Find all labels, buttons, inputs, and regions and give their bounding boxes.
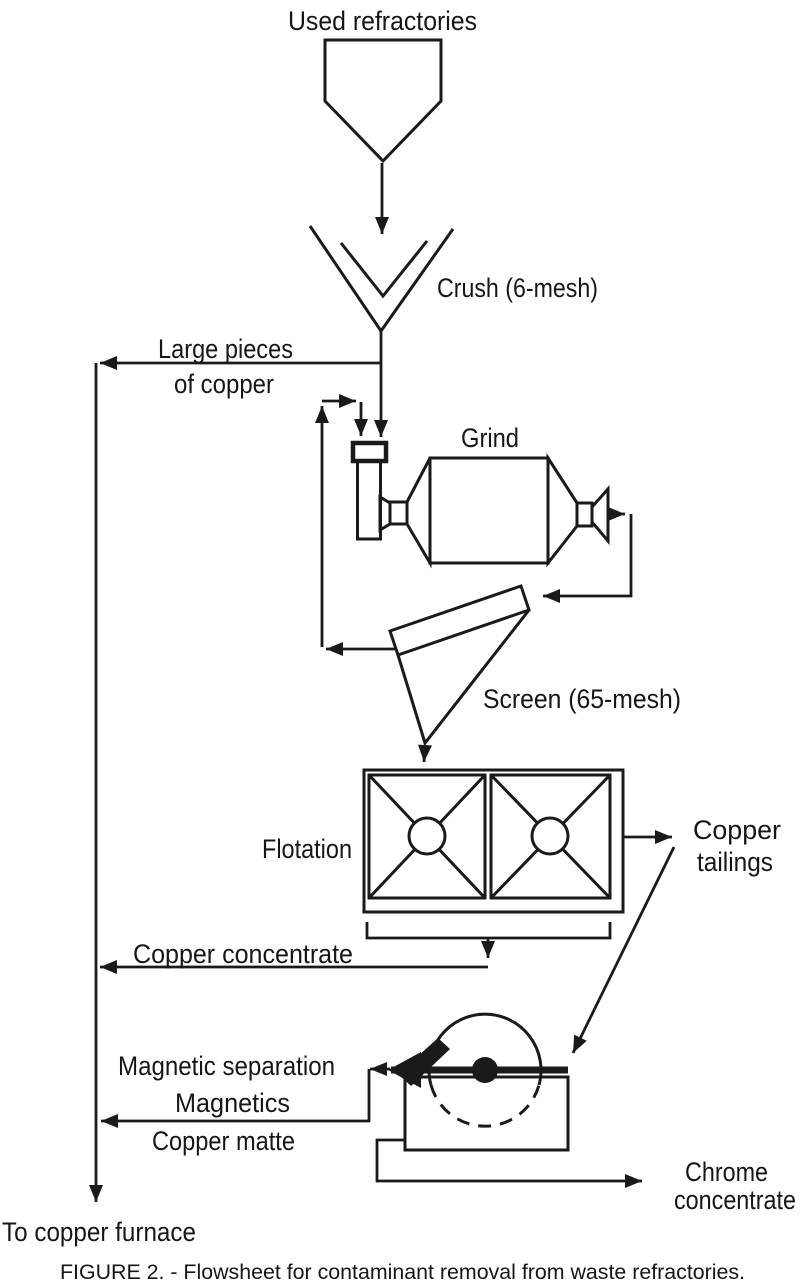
crusher-inner-v [339,240,429,299]
label-chrome-concentrate-2: concentrate [674,1185,796,1215]
mill-cylinder [428,456,550,565]
figure-caption: FIGURE 2. - Flowsheet for contaminant re… [60,1260,745,1284]
flotation-cells-symbol [362,768,625,940]
magsep-magnet-bar [391,1066,568,1074]
mill-discharge-flare [590,485,610,546]
label-magnetic-separation: Magnetic separation [118,1051,335,1081]
magnetic-separator-symbol [388,1012,570,1152]
label-chrome-concentrate-1: Chrome [685,1157,768,1187]
magsep-drum-dashed-arc [429,1084,541,1128]
magsep-magnetics-arrowhead [388,1052,421,1088]
magsep-tank [403,1075,570,1152]
hopper-symbol [323,38,443,164]
flotation-cell-left-impeller [407,816,447,856]
label-copper-concentrate: Copper concentrate [133,939,353,969]
flotation-cell-right-impeller [530,816,570,856]
mill-discharge-line [543,507,633,603]
label-used-refractories: Used refractories [288,6,477,36]
copper-tailings-line [571,830,676,1054]
label-copper-matte: Copper matte [152,1126,295,1156]
mill-trunnion-left [388,500,409,526]
flotation-cell-left [367,773,487,900]
label-magnetics: Magnetics [175,1088,290,1118]
label-grind: Grind [461,423,519,453]
magnetics-line [101,1062,390,1128]
label-copper-tailings-2: tailings [697,847,773,877]
flotation-launder-bracket [365,922,612,940]
mill-to-screen-line [543,514,633,603]
mill-cone-left [405,457,432,569]
flotation-outer-box [362,768,625,914]
mill-feed-tube [356,459,382,541]
crusher-symbol [308,225,455,334]
label-copper-tailings-1: Copper [693,815,781,845]
magnetics-to-trunk-line [101,1069,371,1128]
mill-feed-cap [350,440,389,464]
tailings-to-magsep-line [571,846,676,1054]
label-large-pieces-2: of copper [174,369,274,399]
screen-recirculation-line [315,394,397,656]
screen-symbol [388,584,531,747]
screen-underflow-arrow [418,744,432,763]
screen-deck [388,584,531,657]
label-to-copper-furnace: To copper furnace [2,1217,196,1247]
chrome-concentrate-line [375,1138,642,1188]
label-large-pieces-1: Large pieces [158,334,293,364]
mill-trunnion-right [575,501,594,528]
mill-cone-right [546,452,579,568]
label-crush: Crush (6-mesh) [437,273,598,303]
label-screen: Screen (65-mesh) [483,684,681,714]
crusher-outer-v [308,225,455,334]
flotation-cell-right [489,773,612,900]
copper-concentrate-line [100,938,495,974]
ball-mill-symbol [350,440,610,569]
screen-funnel [396,609,531,747]
label-flotation: Flotation [262,834,352,864]
